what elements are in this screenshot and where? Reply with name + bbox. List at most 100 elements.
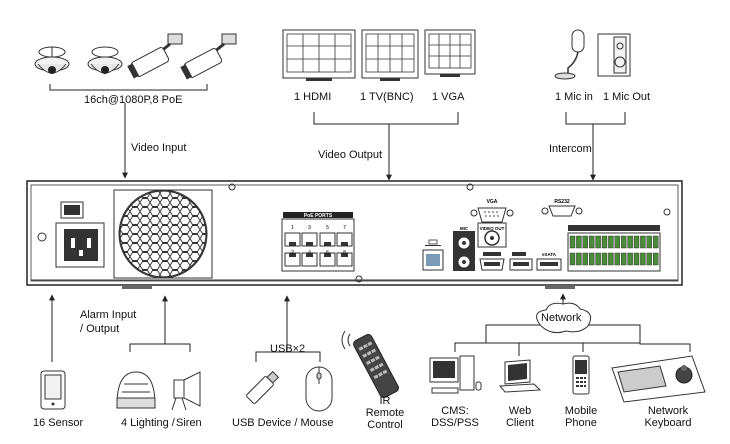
alarm-terminal-pin[interactable] [589,252,595,266]
alarm-terminal-pin[interactable] [589,235,595,249]
poe-port-number: 3 [308,225,311,231]
vga-panel-label: VGA [487,199,498,205]
ir-label-line1: IR [379,395,391,407]
bnc-video-out-port[interactable] [477,222,507,248]
cms-label-line1: CMS: [441,405,469,417]
mobile-phone-icon [572,355,590,395]
alarm-terminal-pin[interactable] [627,252,633,266]
alarm-terminal-pin[interactable] [646,235,652,249]
dome-camera-2-icon [87,46,123,74]
alarm-terminal-pin[interactable] [646,252,652,266]
alarm-terminal-pin[interactable] [608,235,614,249]
alarm-terminal-pin[interactable] [614,252,620,266]
usb-flash-drive-icon [246,370,280,404]
ir-label-line2: Remote [365,407,405,419]
alarm-terminal-pin[interactable] [582,235,588,249]
alarm-terminal-pin[interactable] [621,235,627,249]
siren-label: Siren [176,417,202,429]
poe-port-clip [306,253,313,257]
poe-port-clip [324,253,331,257]
hdmi-port[interactable] [479,252,505,271]
ir-remote-icon [341,330,399,399]
vga-port[interactable] [470,207,514,223]
alarm-terminal-pin[interactable] [576,235,582,249]
alarm-terminal-pin[interactable] [601,252,608,266]
lighting-icon [116,371,156,409]
vga-label: 1 VGA [432,91,465,103]
alarm-terminal-pin[interactable] [653,235,659,249]
alarm-terminal-block[interactable] [567,225,661,272]
cms-computer-icon [429,355,482,394]
lighting-label: 4 Lighting / [121,417,175,429]
mobile-phone-label-line1: Mobile [564,405,598,417]
mobile-phone-label-line2: Phone [565,417,597,429]
usb-port[interactable] [509,252,533,271]
sensor-label: 16 Sensor [33,417,84,429]
video-input-label: Video Input [131,142,187,154]
cooling-fan [113,189,213,279]
tv-monitor-icon [361,29,419,81]
alarm-terminal-pin[interactable] [608,252,614,266]
bullet-camera-2-icon [180,33,237,80]
alarm-terminal-pin[interactable] [582,252,588,266]
network-label: Network [541,312,582,324]
laptop-icon [498,359,542,393]
siren-icon [171,371,201,411]
hdmi-monitor-icon [282,29,356,81]
cms-label-line2: DSS/PSS [431,417,479,429]
network-cloud-icon [536,302,592,334]
rs232-port[interactable] [541,205,583,217]
rs232-panel-label: RS232 [554,199,570,205]
alarm-terminal-pin[interactable] [614,235,620,249]
poe-port-number: 8 [343,250,346,256]
alarm-terminal-pin[interactable] [595,252,601,266]
web-client-label-line1: Web [508,405,532,417]
poe-port-clip [324,242,331,246]
mic-audio-ports[interactable] [453,231,475,271]
lan-port[interactable] [422,249,444,271]
speaker-icon [597,33,631,77]
intercom-label: Intercom [549,143,592,155]
alarm-terminal-pin[interactable] [569,235,576,249]
poe-port-number: 4 [308,250,311,256]
web-client-label-line2: Client [505,417,535,429]
camera-caption: 16ch@1080P,8 PoE [84,94,183,106]
power-switch[interactable] [60,201,84,219]
poe-ports-title: PoE PORTS [304,213,333,219]
ir-label-line3: Control [367,419,403,431]
alarm-terminal-pin[interactable] [640,252,646,266]
alarm-terminal-pin[interactable] [595,235,601,249]
usb-connector [255,295,321,362]
mic-out-label: 1 Mic Out [603,91,651,103]
tv-bnc-label: 1 TV(BNC) [360,91,414,103]
usb-x2-label: USB×2 [270,343,306,355]
dome-camera-1-icon [34,46,70,74]
alarm-terminal-pin[interactable] [633,235,640,249]
alarm-terminal-pin[interactable] [627,235,633,249]
video-input-connector [49,84,208,179]
alarm-terminal-pin[interactable] [640,235,646,249]
bullet-camera-1-icon [127,33,183,79]
alarm-terminal-pin[interactable] [601,235,608,249]
network-icon [425,239,441,246]
mic-in-label: 1 Mic in [555,91,593,103]
vga-monitor-icon [424,29,476,77]
poe-port-number: 2 [291,250,294,256]
alarm-terminal-pin[interactable] [621,252,627,266]
usb-device-label: USB Device / Mouse [232,417,334,429]
alarm-terminal-pin[interactable] [576,252,582,266]
poe-port-clip [306,242,313,246]
esata-panel-label: eSATA [542,252,557,257]
alarm-terminal-pin[interactable] [569,252,576,266]
alarm-terminal-pin[interactable] [633,252,640,266]
mic-panel-label: MIC [460,226,469,231]
alarm-io-label-line1: Alarm Input [80,309,137,321]
esata-port[interactable] [536,258,562,271]
poe-port-number: 1 [291,225,294,231]
alarm-terminal-pin[interactable] [653,252,659,266]
power-socket[interactable] [55,222,105,268]
poe-port-clip [341,242,348,246]
